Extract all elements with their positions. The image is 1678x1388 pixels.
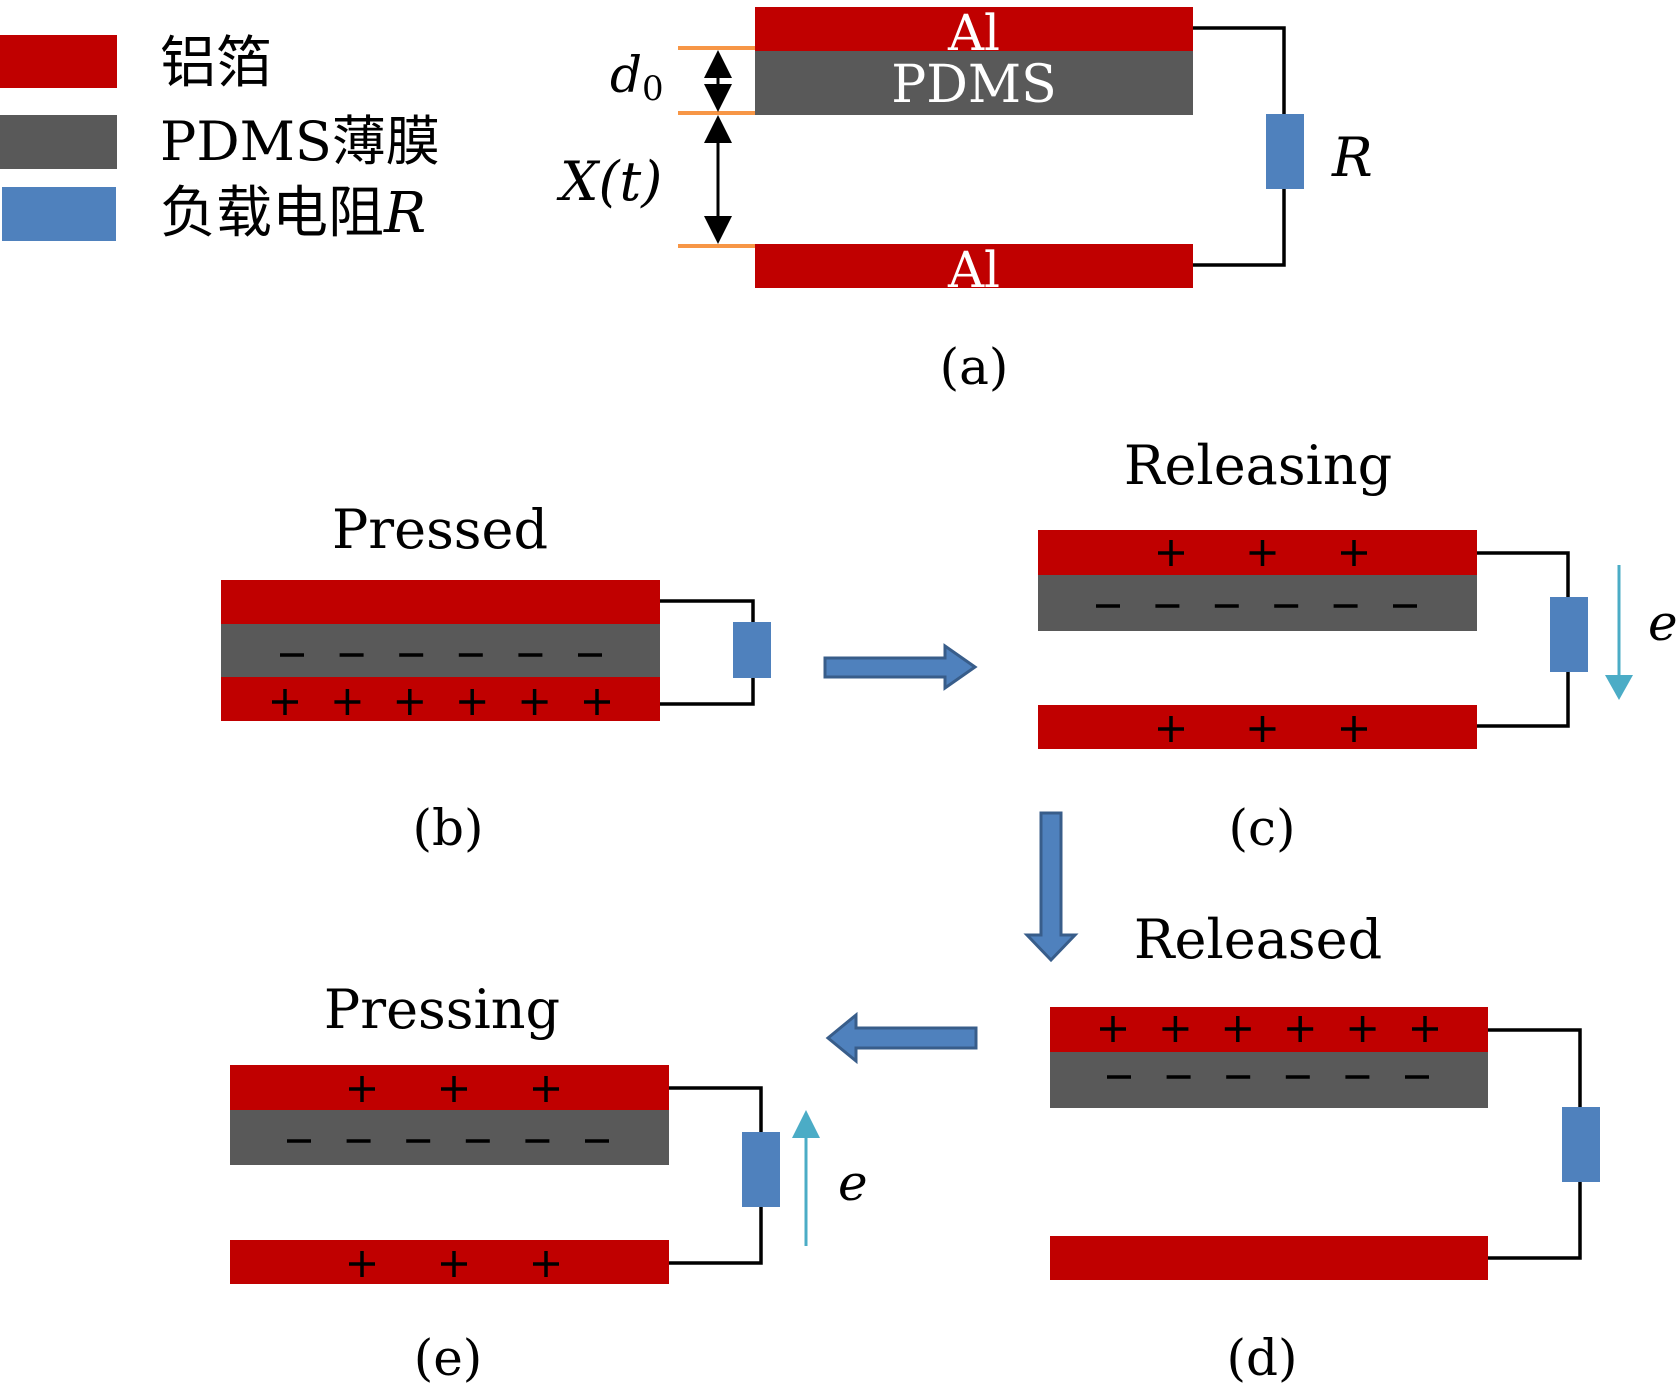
flow-arrow-left-icon bbox=[825, 1011, 978, 1065]
positive-charge-icon bbox=[1287, 1016, 1314, 1042]
legend-swatch-aluminum bbox=[0, 35, 117, 88]
legend-label-pdms: PDMS薄膜 bbox=[160, 110, 440, 173]
positive-charge-icon bbox=[521, 689, 548, 715]
positive-charge-icon bbox=[349, 1251, 375, 1277]
positive-charge-icon bbox=[441, 1076, 467, 1102]
resistor bbox=[1550, 597, 1588, 672]
pdms-film bbox=[221, 624, 660, 677]
thickness-label: d0 bbox=[610, 46, 664, 109]
pdms-film bbox=[755, 51, 1193, 115]
bottom-charges bbox=[272, 689, 610, 715]
positive-charge-icon bbox=[1158, 716, 1184, 742]
bottom-electrode bbox=[1050, 1236, 1488, 1280]
positive-charge-icon bbox=[1341, 540, 1367, 566]
bottom-electrode bbox=[221, 677, 660, 721]
pdms-film bbox=[1038, 575, 1477, 631]
legend: 铝箔 PDMS薄膜 负载电阻R bbox=[0, 31, 440, 246]
pdms-film-label: PDMS bbox=[891, 55, 1057, 115]
legend-label-resistor: 负载电阻R bbox=[160, 181, 426, 246]
flow-arrow-down-icon bbox=[1023, 811, 1079, 963]
flow-arrow-right-icon bbox=[823, 643, 978, 691]
pdms-film bbox=[230, 1110, 669, 1165]
electron-label: e bbox=[1648, 594, 1678, 652]
caption-b: (b) bbox=[412, 799, 483, 857]
panel-b: Pressed (b) bbox=[221, 498, 771, 857]
panel-d: Released (d) bbox=[1050, 908, 1600, 1387]
positive-charge-icon bbox=[1224, 1016, 1251, 1042]
panel-d-title: Released bbox=[1134, 908, 1382, 971]
caption-e: (e) bbox=[414, 1329, 483, 1387]
positive-charge-icon bbox=[441, 1251, 467, 1277]
bottom-electrode bbox=[230, 1240, 669, 1284]
panel-b-title: Pressed bbox=[332, 498, 548, 561]
top-electrode bbox=[221, 580, 660, 624]
positive-charge-icon bbox=[533, 1251, 559, 1277]
positive-charge-icon bbox=[396, 689, 423, 715]
caption-d: (d) bbox=[1226, 1329, 1297, 1387]
positive-charge-icon bbox=[533, 1076, 559, 1102]
electron-flow-up-icon bbox=[792, 1110, 820, 1246]
positive-charge-icon bbox=[584, 689, 610, 715]
top-charges bbox=[349, 1076, 559, 1102]
panel-e-title: Pressing bbox=[324, 978, 560, 1041]
legend-swatch-pdms bbox=[0, 115, 117, 169]
top-charges bbox=[1100, 1016, 1438, 1042]
positive-charge-icon bbox=[459, 689, 486, 715]
positive-charge-icon bbox=[1249, 716, 1276, 742]
bottom-electrode bbox=[755, 244, 1193, 288]
caption-a: (a) bbox=[940, 338, 1009, 396]
gap-label: X(t) bbox=[556, 150, 662, 213]
positive-charge-icon bbox=[349, 1076, 375, 1102]
caption-c: (c) bbox=[1228, 799, 1295, 857]
positive-charge-icon bbox=[1349, 1016, 1376, 1042]
panel-a: R Al PDMS Al d0 X(t) (a) bbox=[556, 4, 1373, 396]
bottom-charges bbox=[1158, 716, 1367, 742]
positive-charge-icon bbox=[272, 689, 298, 715]
positive-charge-icon bbox=[334, 689, 361, 715]
panel-e: Pressing e (e) bbox=[230, 978, 868, 1387]
resistor-label: R bbox=[1331, 126, 1373, 189]
positive-charge-icon bbox=[1162, 1016, 1189, 1042]
legend-swatch-resistor bbox=[2, 187, 116, 241]
positive-charge-icon bbox=[1341, 716, 1367, 742]
electron-label: e bbox=[838, 1154, 868, 1212]
positive-charge-icon bbox=[1100, 1016, 1126, 1042]
top-charges bbox=[1158, 540, 1367, 566]
bottom-electrode bbox=[1038, 705, 1477, 749]
panel-c-title: Releasing bbox=[1124, 434, 1392, 497]
resistor bbox=[1562, 1107, 1600, 1182]
thickness-arrow-icon bbox=[704, 50, 732, 112]
bottom-electrode-label: Al bbox=[947, 241, 1000, 299]
top-electrode bbox=[755, 7, 1193, 52]
resistor bbox=[1266, 114, 1304, 189]
legend-label-aluminum: 铝箔 bbox=[160, 31, 272, 96]
panel-c: Releasing e (c) bbox=[1038, 434, 1678, 857]
positive-charge-icon bbox=[1158, 540, 1184, 566]
resistor bbox=[733, 622, 771, 678]
resistor bbox=[742, 1132, 780, 1207]
positive-charge-icon bbox=[1412, 1016, 1438, 1042]
gap-arrow-icon bbox=[704, 115, 732, 244]
positive-charge-icon bbox=[1249, 540, 1276, 566]
electron-flow-down-icon bbox=[1605, 565, 1633, 700]
pdms-film bbox=[1050, 1052, 1488, 1108]
bottom-charges bbox=[349, 1251, 559, 1277]
